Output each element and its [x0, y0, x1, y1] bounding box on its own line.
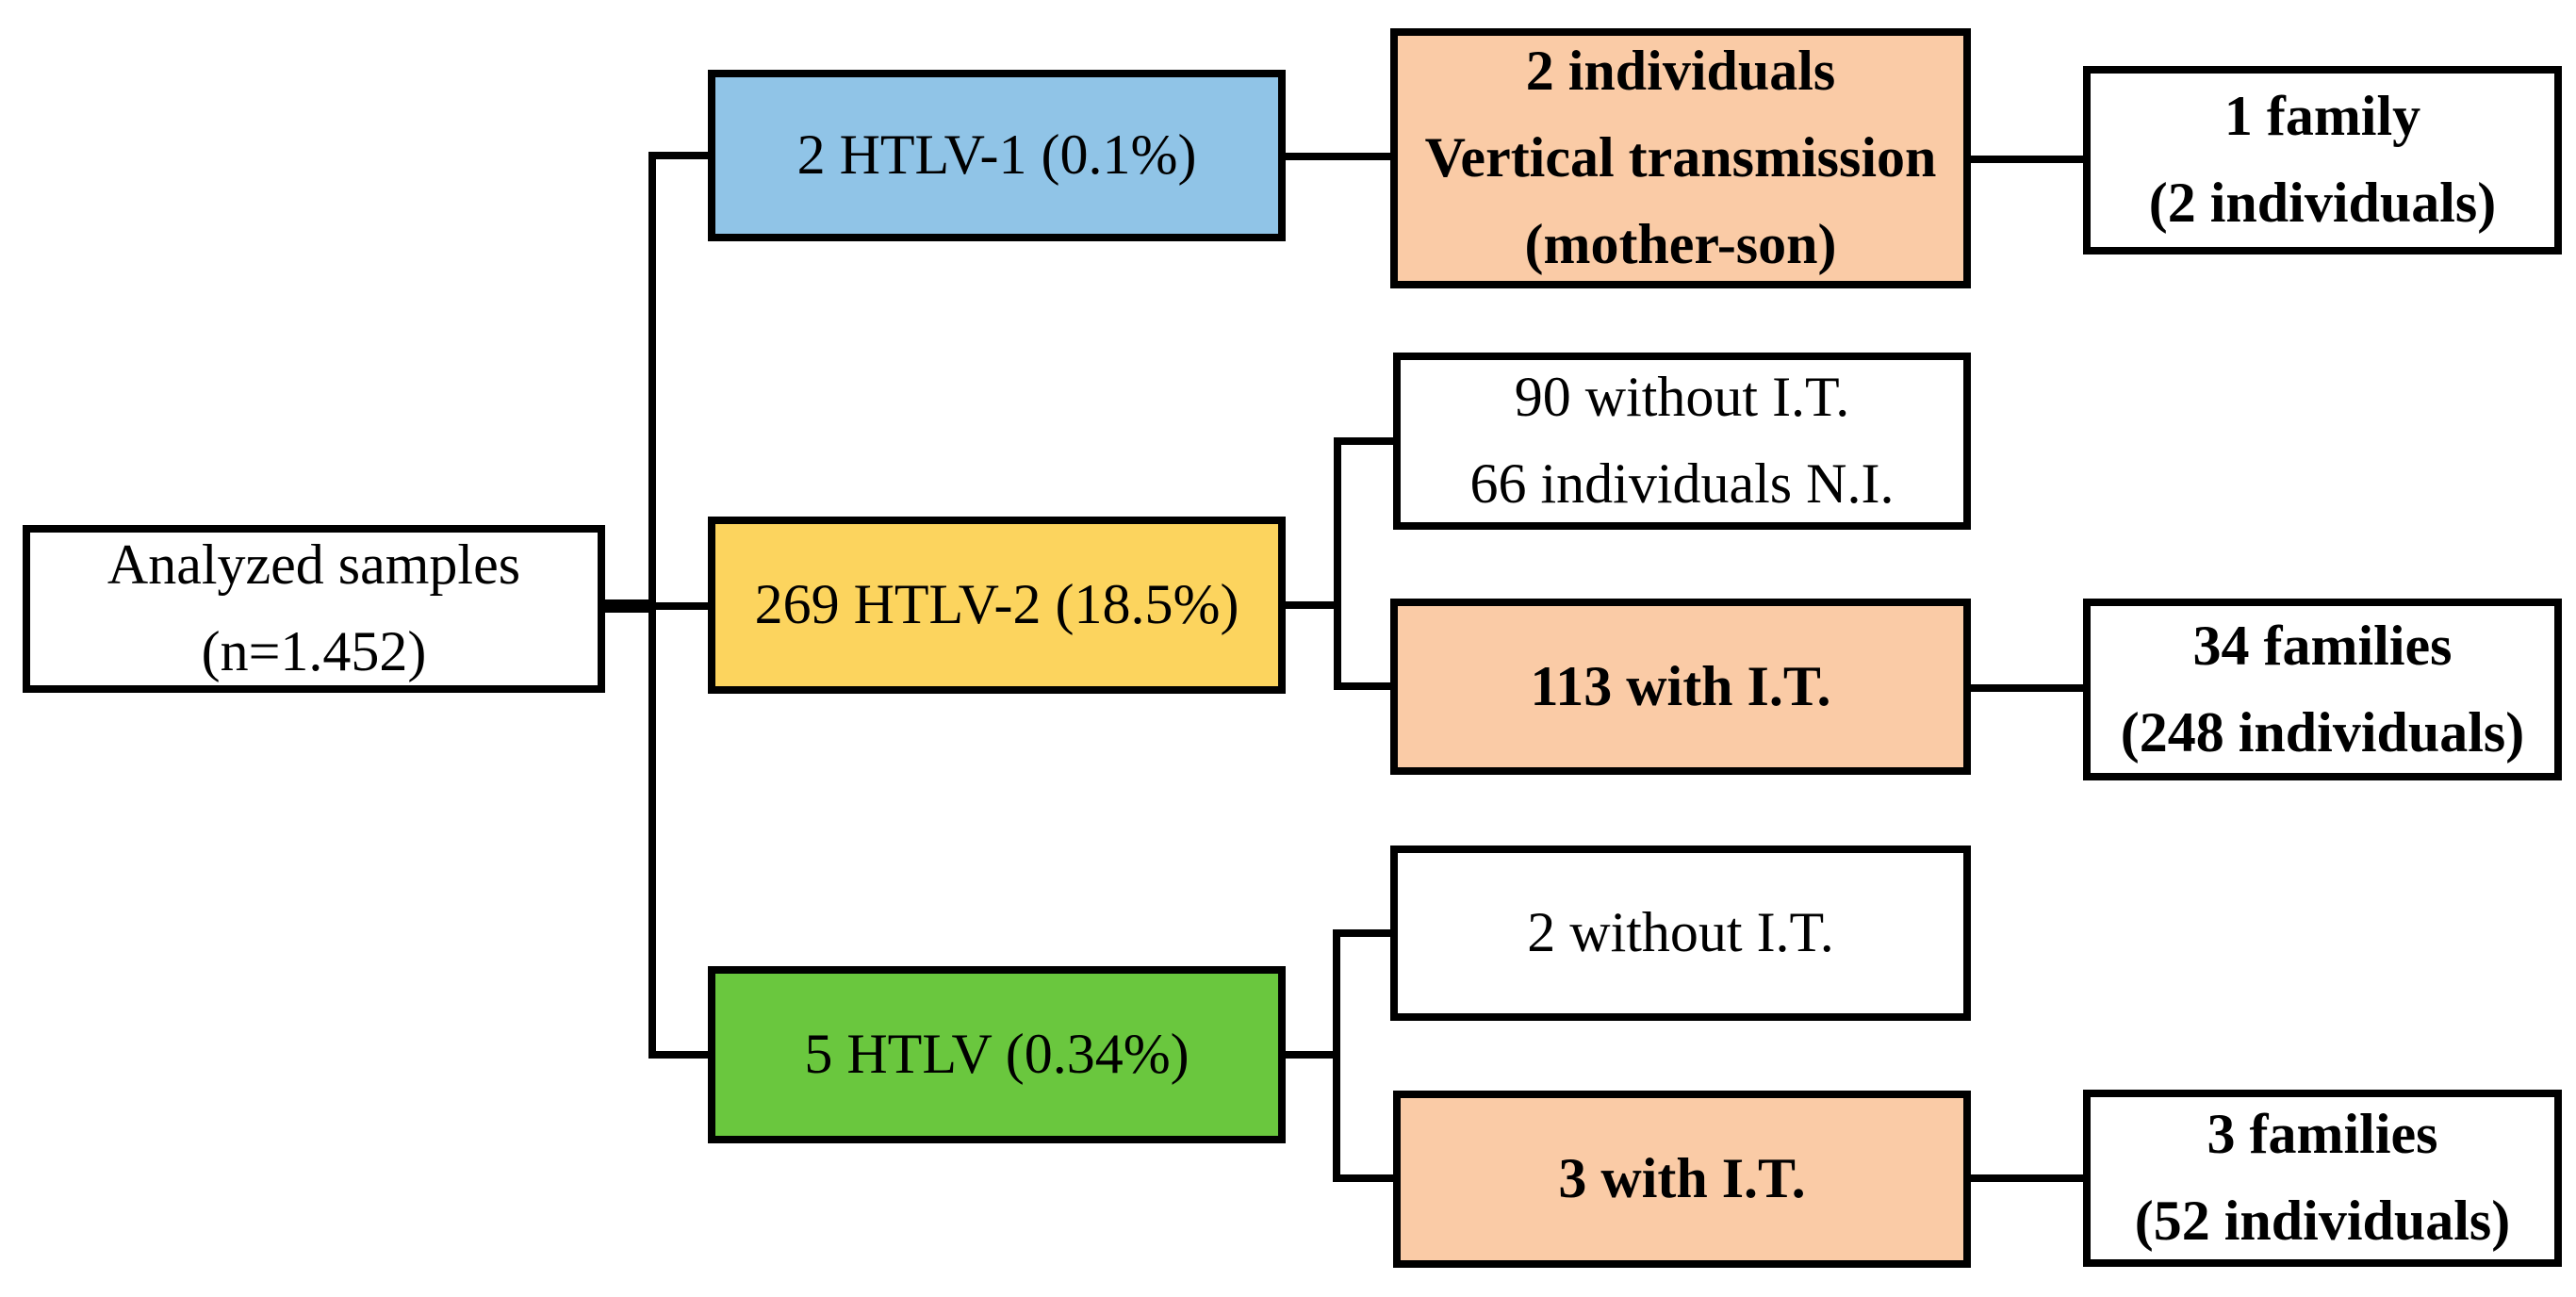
bracket-htlv-to-with3 [1333, 1174, 1393, 1182]
node-text-line: 1 family [2223, 85, 2421, 148]
node-text-line: 5 HTLV (0.34%) [804, 1023, 1190, 1086]
node-text-line: 2 individuals [1525, 40, 1836, 103]
connector-trunk-to-htlv2 [648, 602, 708, 610]
node-text-line: 3 families [2207, 1103, 2438, 1166]
node-text-line: (248 individuals) [2120, 700, 2525, 763]
node-analyzed-samples: Analyzed samples (n=1.452) [23, 525, 605, 693]
node-text-line: (2 individuals) [2148, 172, 2497, 234]
node-2-without-it: 2 without I.T. [1390, 846, 1971, 1021]
node-3-families: 3 families (52 individuals) [2083, 1090, 2562, 1267]
connector-htlv1-to-vertical [1286, 153, 1390, 160]
node-text-line: 3 with I.T. [1558, 1147, 1806, 1210]
node-1-family: 1 family (2 individuals) [2083, 66, 2562, 254]
node-text-line: Vertical transmission [1424, 126, 1937, 189]
node-text-line: Analyzed samples [107, 534, 521, 597]
connector-trunk-to-htlv1 [648, 152, 708, 159]
connector-htlv-to-bracket [1286, 1051, 1340, 1059]
node-text-line: 2 without I.T. [1527, 901, 1834, 964]
connector-trunk-to-htlv [648, 1051, 708, 1059]
connector-analyzed-to-trunk [605, 599, 656, 613]
node-text-line: 2 HTLV-1 (0.1%) [796, 123, 1197, 187]
node-113-with-it: 113 with I.T. [1390, 599, 1971, 775]
node-90-without-it: 90 without I.T. 66 individuals N.I. [1393, 353, 1971, 530]
node-34-families: 34 families (248 individuals) [2083, 599, 2562, 780]
node-text-line: 34 families [2192, 614, 2453, 677]
node-text-line: 269 HTLV-2 (18.5%) [754, 573, 1239, 636]
node-text-line: 90 without I.T. [1514, 366, 1850, 429]
bracket-htlv-to-without2 [1333, 929, 1390, 937]
node-htlv1-positive: 2 HTLV-1 (0.1%) [708, 70, 1286, 241]
bracket-htlv-vertical [1333, 929, 1340, 1182]
connector-with113-to-families34 [1971, 684, 2083, 692]
node-text-line: (52 individuals) [2134, 1190, 2511, 1252]
connector-with3-to-families3 [1971, 1174, 2083, 1182]
bracket-htlv2-to-without90 [1334, 437, 1393, 445]
node-htlv2-positive: 269 HTLV-2 (18.5%) [708, 517, 1286, 694]
node-text-line: 113 with I.T. [1530, 654, 1831, 717]
node-htlv-positive: 5 HTLV (0.34%) [708, 966, 1286, 1143]
node-text-line: 66 individuals N.I. [1469, 452, 1895, 515]
connector-vertical-to-family1 [1971, 156, 2083, 163]
node-text-line: (n=1.452) [201, 620, 427, 682]
node-3-with-it: 3 with I.T. [1393, 1091, 1971, 1268]
bracket-htlv2-vertical [1334, 437, 1341, 690]
connector-htlv2-to-bracket [1286, 601, 1341, 609]
node-text-line: (mother-son) [1524, 212, 1837, 275]
node-vertical-transmission: 2 individuals Vertical transmission (mot… [1390, 28, 1971, 288]
bracket-htlv2-to-with113 [1334, 682, 1390, 690]
